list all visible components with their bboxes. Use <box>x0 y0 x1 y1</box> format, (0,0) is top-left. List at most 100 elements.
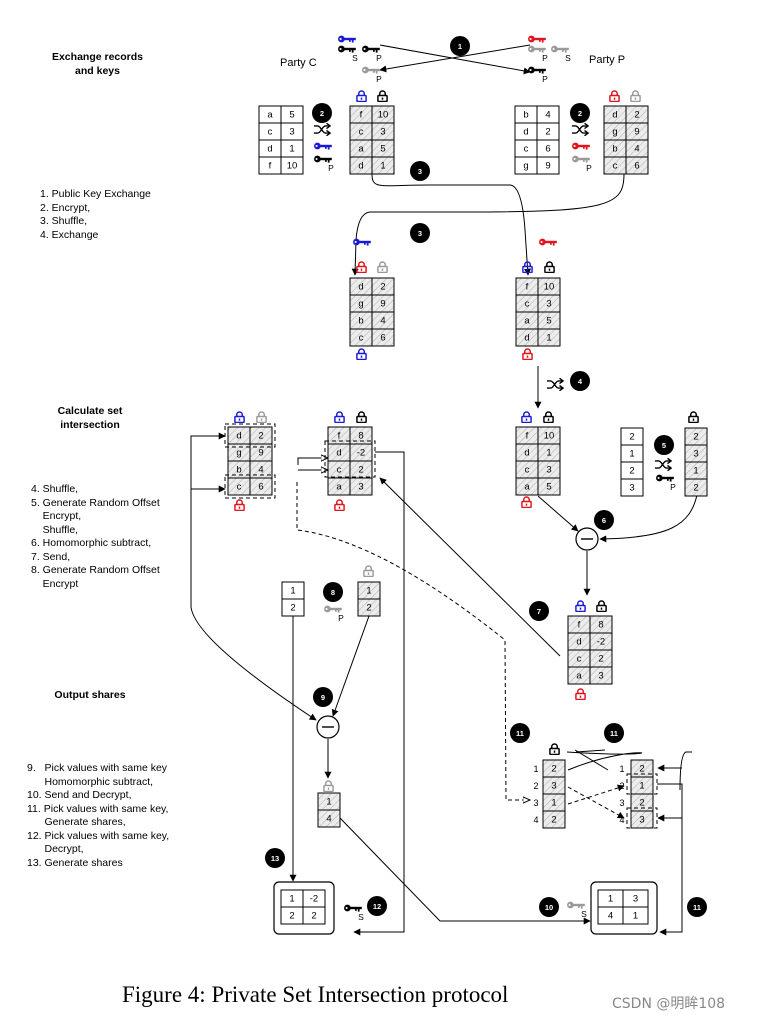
cell-text: 10 <box>544 431 555 442</box>
badge-number: 5 <box>662 441 666 450</box>
cell-text: 1 <box>608 894 613 905</box>
cell-text: 3 <box>629 483 634 494</box>
key-label: S <box>565 53 571 63</box>
blue-lock-icon <box>356 348 367 360</box>
subtract-node <box>575 527 599 551</box>
row-index: 1 <box>533 764 538 774</box>
cell-text: 1 <box>289 144 294 155</box>
cell-text: 3 <box>546 465 551 476</box>
gray-lock-icon <box>377 261 388 273</box>
badge-number: 8 <box>331 588 335 597</box>
cell-text: 4 <box>380 316 385 327</box>
red-lock-icon <box>356 261 367 273</box>
share-plain-table: 12 <box>281 581 305 617</box>
blue-lock-icon <box>521 411 532 423</box>
cell-text: 1 <box>290 586 295 597</box>
key-label: P <box>586 163 592 173</box>
cell-text: g <box>236 448 241 459</box>
badge-circle <box>539 897 559 917</box>
badge-number: 9 <box>321 693 325 702</box>
cell-text: d <box>523 127 528 138</box>
red-lock-icon <box>334 499 345 511</box>
step-badge: 8 <box>323 582 343 602</box>
return-arrow <box>353 451 405 936</box>
badge-number: 7 <box>537 607 541 616</box>
cell-text: c <box>525 465 530 476</box>
cell-text: 4 <box>634 144 639 155</box>
table-cell <box>536 156 560 175</box>
pick-arrow <box>679 751 692 791</box>
table-cell <box>684 478 708 497</box>
cell-text: 5 <box>380 144 385 155</box>
cell-text: 8 <box>598 620 603 631</box>
blue-lock-icon <box>234 411 245 423</box>
selection-box <box>626 773 658 795</box>
cell-text: 1 <box>693 466 698 477</box>
badge-number: 4 <box>578 377 583 386</box>
cell-text: -2 <box>357 448 365 459</box>
black-lock-icon <box>688 411 699 423</box>
cell-text: 2 <box>639 798 644 809</box>
badge-circle <box>410 223 430 243</box>
transfer-arrow <box>296 482 530 800</box>
subtract-input-arrow <box>537 495 579 532</box>
blue-key-icon <box>314 142 332 150</box>
cell-text: d <box>267 144 272 155</box>
red-key-icon <box>539 238 557 246</box>
gray-lock-icon <box>256 411 267 423</box>
cell-text: 3 <box>693 449 698 460</box>
badge-number: 6 <box>602 516 606 525</box>
pick-arrow <box>297 458 328 465</box>
cell-text: 2 <box>629 432 634 443</box>
shuffle-icon <box>546 378 564 391</box>
black-public-key-icon <box>362 45 380 53</box>
cell-text: 10 <box>378 110 389 121</box>
step-badge: 5 <box>654 435 674 455</box>
table-cell <box>302 906 326 925</box>
connector-arrows <box>190 44 698 936</box>
cell-text: d <box>336 448 341 459</box>
row-index: 1 <box>619 764 624 774</box>
cell-text: 9 <box>545 161 550 172</box>
step-badge: 9 <box>313 687 333 707</box>
cell-text: 1 <box>633 911 638 922</box>
blue-lock-icon <box>334 411 345 423</box>
badge-number: 10 <box>545 903 553 912</box>
badge-circle <box>529 601 549 621</box>
cell-text: d <box>524 333 529 344</box>
cell-text: 2 <box>289 911 294 922</box>
step-badge: 1 <box>450 36 470 56</box>
red-lock-icon <box>575 688 586 700</box>
cell-text: 6 <box>380 333 385 344</box>
pick-arrow <box>190 432 226 607</box>
badge-number: 12 <box>373 902 381 911</box>
step-badge: 11 <box>510 723 530 743</box>
step-badge: 3 <box>410 223 430 243</box>
steps-output: 9. Pick values with same key Homomorphic… <box>27 762 170 869</box>
gray-lock-icon <box>323 780 334 792</box>
section-exchange: Exchange records and keys <box>51 51 144 77</box>
badge-circle <box>604 723 624 743</box>
steps-calculate: 4. Shuffle,5. Generate Random Offset Enc… <box>31 483 160 590</box>
cell-text: 5 <box>546 316 551 327</box>
table-cell <box>317 809 341 828</box>
cell-text: c <box>337 465 342 476</box>
badge-number: 3 <box>418 229 422 238</box>
cell-text: 1 <box>546 333 551 344</box>
cell-text: c <box>359 333 364 344</box>
cell-text: 9 <box>634 127 639 138</box>
step-badge: 12 <box>367 896 387 916</box>
key-label: P <box>670 482 676 492</box>
cell-text: 9 <box>258 448 263 459</box>
cell-text: 2 <box>639 764 644 775</box>
watermark: CSDN @明眸108 <box>612 996 726 1012</box>
row-index: 2 <box>619 781 624 791</box>
